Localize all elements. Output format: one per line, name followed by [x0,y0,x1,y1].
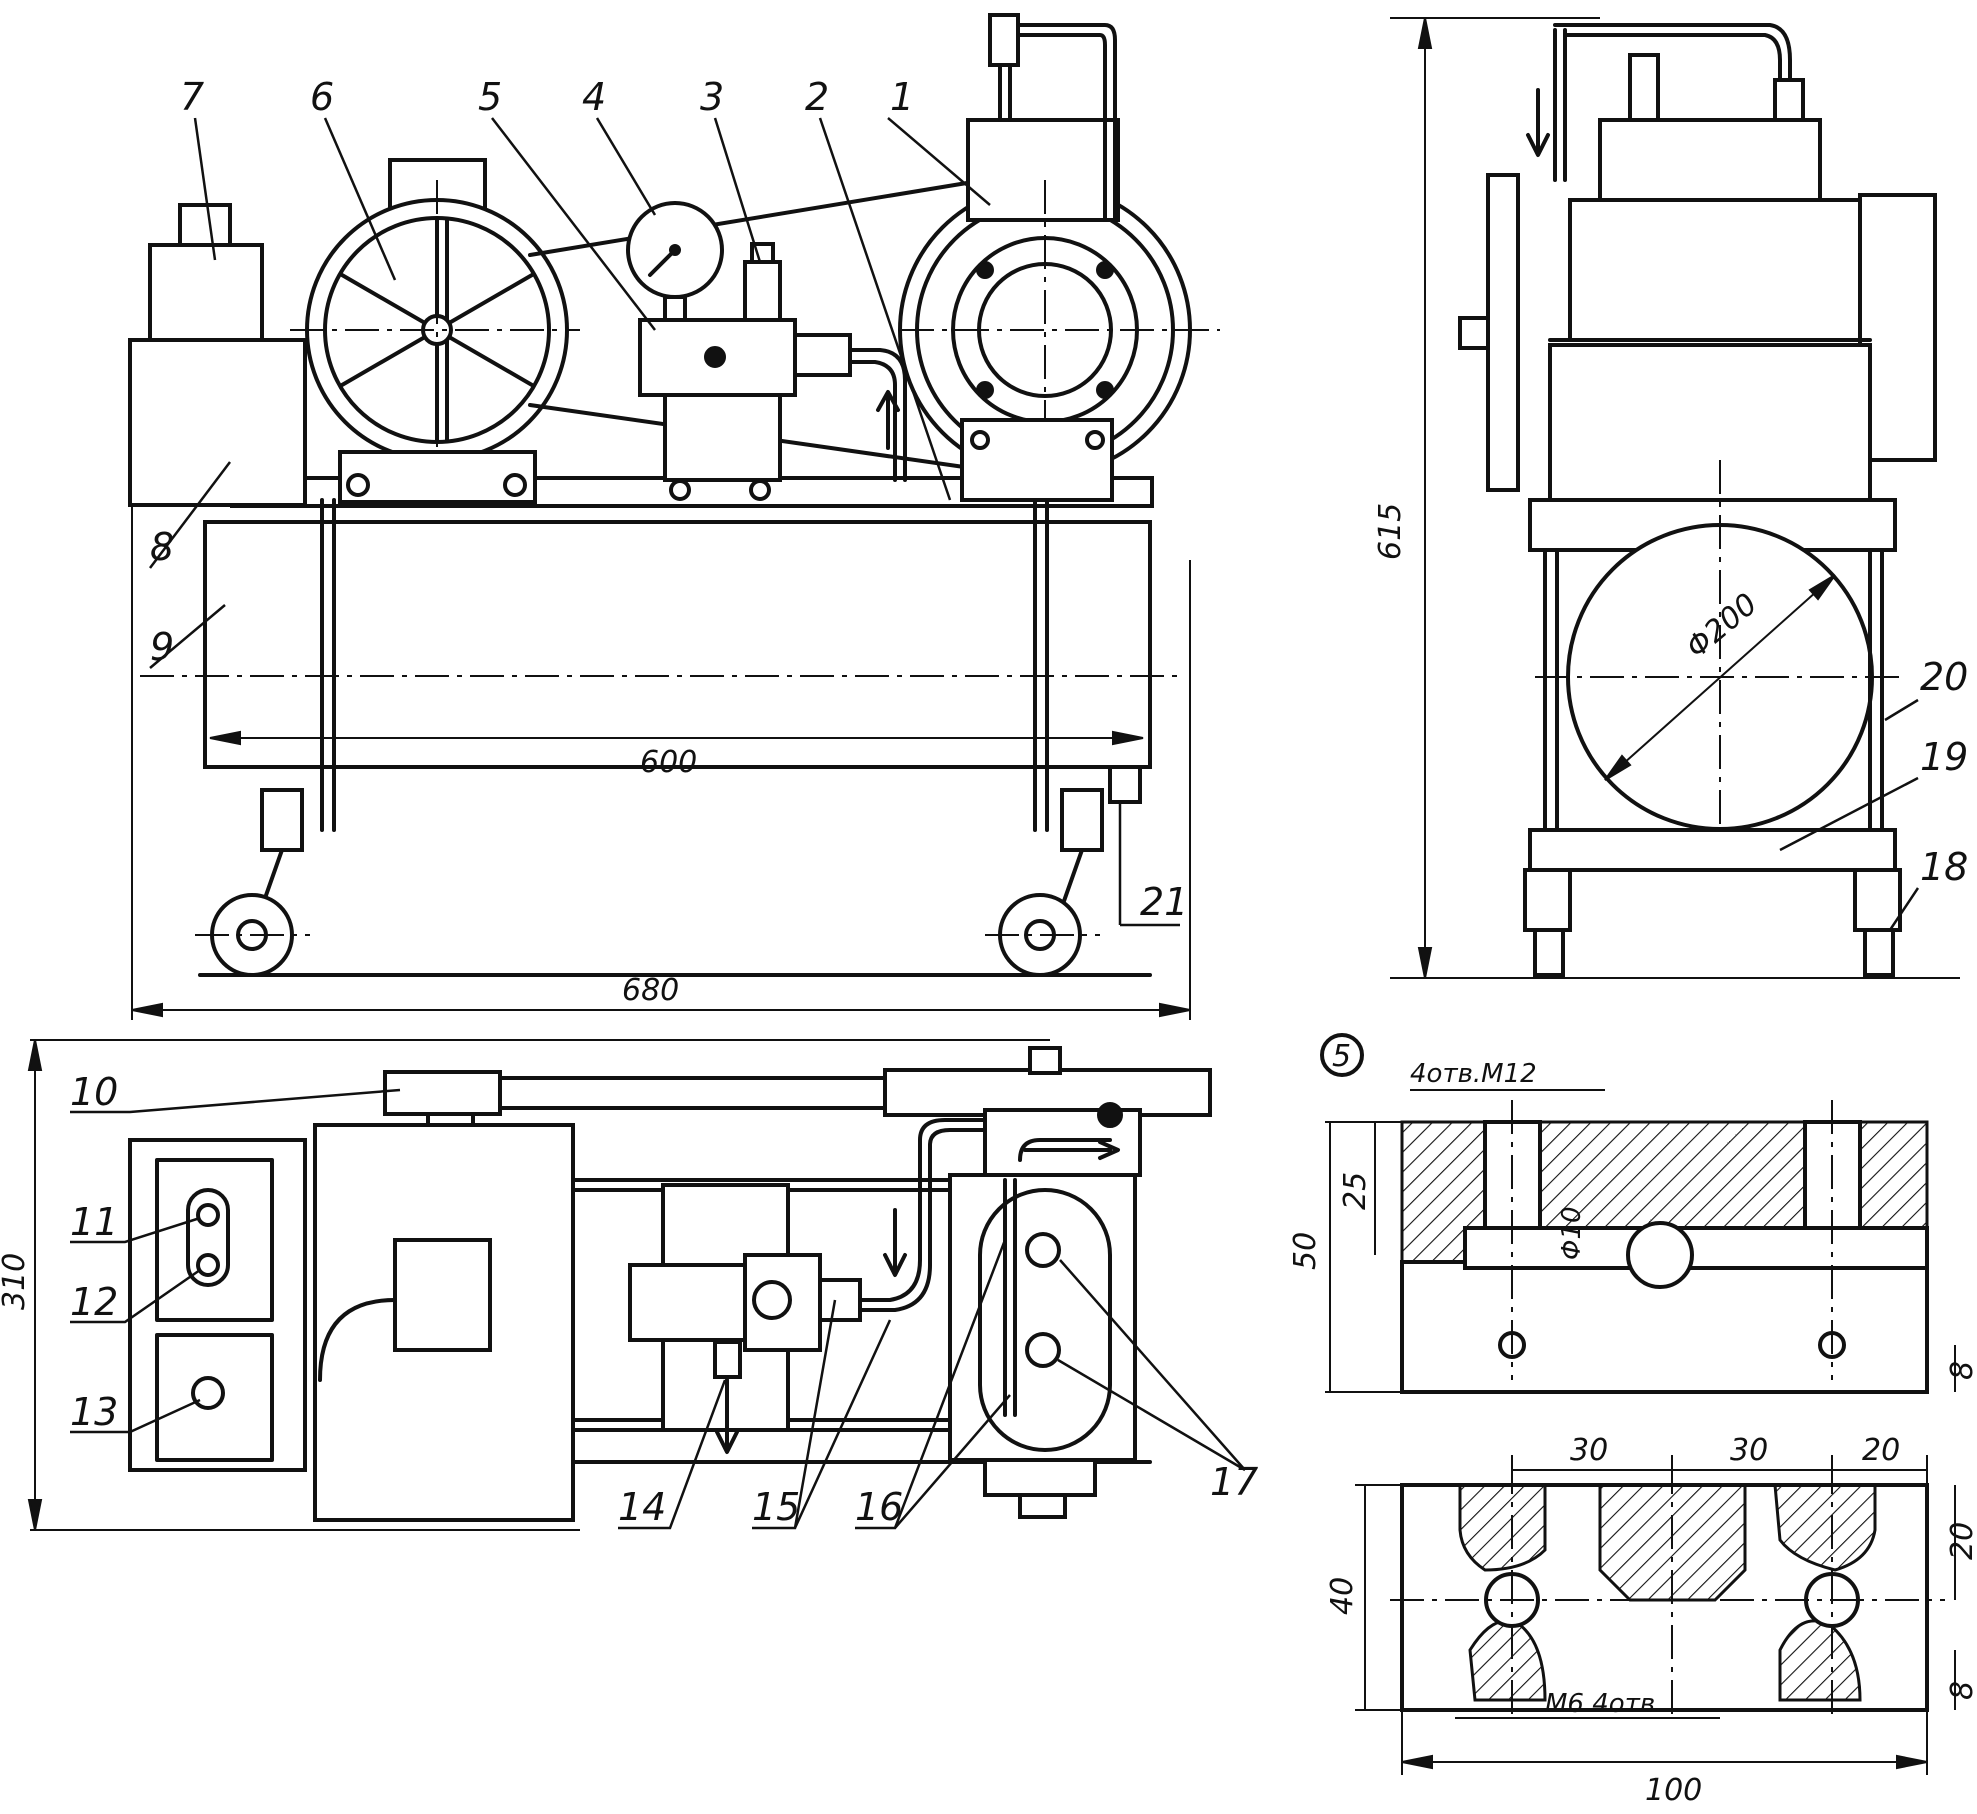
plan-view: 310 [0,1039,1212,1531]
detail-marker-label: 5 [1332,1039,1351,1074]
callout-17: 17 [1210,1460,1258,1504]
detail-holes-bottom: М6 4отв. [1545,1689,1663,1719]
side-motor-body [1548,343,1872,507]
callout-14: 14 [618,1485,666,1529]
callout-19: 19 [1920,735,1968,779]
callout-21: 21 [1140,880,1188,924]
callout-5: 5 [478,75,502,119]
drain-valve [1108,765,1142,804]
callout-9: 9 [150,625,174,669]
callout-15: 15 [752,1485,800,1529]
plan-box [128,1138,307,1472]
callout-16: 16 [855,1485,903,1529]
check-valve-block [960,418,1114,502]
front-view: 600 680 [128,13,1220,1020]
detail-spacing-c: 20 [1862,1433,1900,1468]
receiver-tank [203,520,1152,769]
dim-600: 600 [640,745,697,780]
callout-4: 4 [582,75,606,119]
callout-2: 2 [805,75,829,119]
side-pulley [1486,173,1520,492]
callout-18: 18 [1920,845,1968,889]
detail-depth: 25 [1338,1172,1373,1210]
detail-height: 50 [1288,1232,1323,1270]
callouts-plan: 10 11 12 13 14 15 16 17 [70,1070,1258,1530]
detail-length: 100 [1645,1773,1702,1808]
callouts-front: 1 2 3 4 5 6 7 8 9 21 [149,75,1188,927]
dim-615: 615 [1373,503,1408,560]
side-motor-cap [1858,193,1937,462]
detail-holes-top: 4отв.М12 [1410,1059,1537,1089]
detail-bore: Φ10 [1557,1206,1587,1260]
dim-680: 680 [622,973,679,1008]
detail-offset-top: 8 [1945,1361,1977,1380]
callout-10: 10 [70,1070,118,1114]
callout-11: 11 [70,1200,118,1244]
detail-width: 40 [1325,1577,1360,1615]
detail-marker [1320,1033,1364,1077]
callout-6: 6 [310,75,334,119]
callouts-side: 20 19 18 [1779,655,1968,931]
callout-12: 12 [70,1280,118,1324]
motor-base [338,450,537,504]
detail-spacing-b: 30 [1730,1433,1768,1468]
detail-offset-bottom: 8 [1945,1681,1977,1700]
detail-spacing-a: 30 [1570,1433,1608,1468]
callout-7: 7 [180,75,204,119]
callout-13: 13 [70,1390,118,1434]
dim-310: 310 [0,1253,32,1310]
side-compressor-head [1598,118,1822,202]
safety-valve [743,260,782,322]
compressor-head [966,118,1120,222]
callout-20: 20 [1920,655,1968,699]
detail-half-width: 20 [1945,1522,1977,1560]
side-view: Φ200 615 [1373,17,1960,979]
detail-5: 5 4отв.М12 Φ10 50 25 8 [1288,1033,1977,1808]
callout-3: 3 [700,75,724,119]
electric-box [148,243,264,342]
callout-1: 1 [890,75,914,119]
